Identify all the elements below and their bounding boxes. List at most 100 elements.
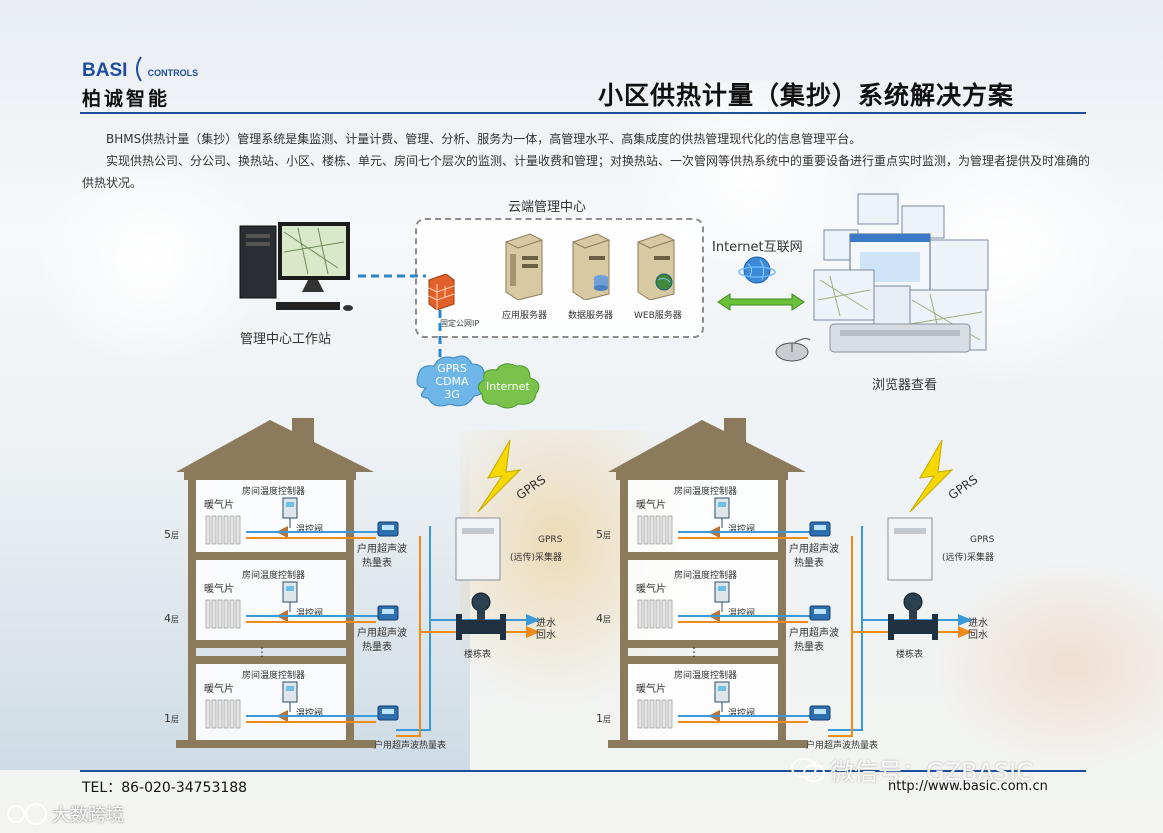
- footer-telephone: TEL：86-020-34753188: [82, 780, 248, 796]
- radiator-icon: [205, 699, 241, 729]
- internet-cloud-label: Internet: [486, 380, 530, 393]
- floor-number: 1: [596, 712, 603, 725]
- floor-unit: 层: [603, 715, 611, 724]
- radiator-fin: [637, 599, 643, 629]
- household-meter-bottom-label: 户用超声波热量表: [806, 739, 878, 751]
- browser-view-label: 浏览器查看: [872, 378, 938, 393]
- controller-display: [718, 586, 726, 591]
- building-meter-flange: [932, 614, 938, 640]
- radiator-fin: [211, 599, 217, 629]
- building-meter-body: [890, 620, 936, 634]
- controller-display: [718, 686, 726, 691]
- building-meter-body: [458, 620, 504, 634]
- floor-unit: 层: [603, 531, 611, 540]
- data-collector-icon: [455, 517, 501, 581]
- radiator-fin: [223, 599, 229, 629]
- temperature-controller-icon: [714, 681, 730, 703]
- radiator-fin: [661, 599, 667, 629]
- family-photo-background: [930, 560, 1163, 770]
- logo-controls: CONTROLS: [147, 68, 199, 78]
- room-temperature-controller-label: 房间温度控制器: [242, 485, 305, 497]
- return-label: 回水: [536, 629, 556, 641]
- gprs-cdma-3g-label: GPRS CDMA 3G: [432, 362, 472, 401]
- building-wall-left: [188, 480, 196, 744]
- gprs-signal-label: GPRS: [514, 472, 549, 502]
- riser-return-pipe: [396, 536, 421, 737]
- floor-number-label: 5层: [596, 528, 611, 541]
- room-temperature-controller-label: 房间温度控制器: [674, 669, 737, 681]
- building-chimney: [292, 418, 314, 454]
- floor-number-label: 5层: [164, 528, 179, 541]
- radiator-icon: [637, 515, 673, 545]
- radiator-label: 暖气片: [636, 498, 666, 511]
- 3g-text: 3G: [444, 388, 460, 401]
- floor-slab: [620, 640, 786, 648]
- radiator-fin: [661, 515, 667, 545]
- internet-label: Internet互联网: [712, 240, 803, 255]
- floor-slab: [188, 552, 354, 560]
- meter-display: [382, 609, 394, 614]
- building-wall-left: [620, 480, 628, 744]
- floor-ellipsis: ⋮: [688, 645, 700, 659]
- network-cloud-icon: [416, 355, 540, 409]
- inlet-label: 进水: [536, 617, 556, 629]
- temperature-controller-icon: [282, 681, 298, 703]
- building-wall-right: [778, 480, 786, 744]
- bidirectional-arrow-icon: [717, 293, 805, 311]
- company-logo: BASI CONTROLS: [82, 56, 198, 82]
- building-2: 房间温度控制器暖气片温控阀5层户用超声波热量表房间温度控制器暖气片温控阀4层户用…: [596, 418, 995, 751]
- data-server-icon: [572, 233, 610, 300]
- collector-label: (远传)采集器: [942, 551, 994, 563]
- building-1: 房间温度控制器暖气片温控阀5层户用超声波热量表房间温度控制器暖气片温控阀4层户用…: [164, 418, 563, 751]
- building-eave: [616, 472, 788, 480]
- floor-number-label: 4层: [164, 612, 179, 625]
- meter-display: [382, 525, 394, 530]
- collector-panel: [894, 528, 926, 534]
- controller-display: [286, 502, 294, 507]
- thermostatic-valve-label: 温控阀: [728, 523, 755, 535]
- web-server-icon: [637, 233, 675, 300]
- thermostatic-valve-label: 温控阀: [728, 707, 755, 719]
- riser-supply-pipe: [396, 526, 431, 731]
- radiator-label: 暖气片: [636, 582, 666, 595]
- controller-display: [286, 586, 294, 591]
- intro-paragraph-2: 实现供热公司、分公司、换热站、小区、楼栋、单元、房间七个层次的监测、计量收费和管…: [82, 154, 1091, 190]
- floor-unit: 层: [171, 615, 179, 624]
- thermostatic-valve-label: 温控阀: [296, 523, 323, 535]
- household-meter-label: 热量表: [362, 640, 392, 653]
- radiator-fin: [217, 515, 223, 545]
- controller-display: [718, 502, 726, 507]
- thermostatic-valve-label: 温控阀: [296, 607, 323, 619]
- radiator-fin: [235, 599, 241, 629]
- radiator-fin: [661, 699, 667, 729]
- footer-line: [80, 770, 1086, 772]
- internet-globe-icon: [738, 256, 776, 284]
- controller-display: [286, 686, 294, 691]
- wechat-watermark: 微信号：GZBASIC: [830, 758, 1033, 786]
- intro-paragraph-1: BHMS供热计量（集抄）管理系统是集监测、计量计费、管理、分析、服务为一体，高管…: [106, 132, 862, 146]
- cdma-text: CDMA: [435, 375, 469, 388]
- floor-number-label: 1层: [164, 712, 179, 725]
- radiator-icon: [637, 699, 673, 729]
- radiator-icon: [205, 515, 241, 545]
- watermark-logo-icon: [7, 803, 47, 825]
- household-meter-label: 热量表: [794, 556, 824, 569]
- workstation-label: 管理中心工作站: [240, 332, 332, 347]
- building-meter-flange: [456, 614, 462, 640]
- radiator-label: 暖气片: [204, 582, 234, 595]
- floor-number: 5: [596, 528, 603, 541]
- floor-unit: 层: [603, 615, 611, 624]
- application-server-label: 应用服务器: [502, 311, 548, 321]
- temperature-controller-icon: [714, 581, 730, 603]
- collector-label: GPRS: [538, 535, 563, 545]
- floor-ellipsis: ⋮: [256, 645, 268, 659]
- floor-number: 4: [596, 612, 603, 625]
- floor-slab: [188, 640, 354, 648]
- radiator-fin: [229, 699, 235, 729]
- radiator-fin: [217, 699, 223, 729]
- floor-number-label: 4层: [596, 612, 611, 625]
- application-server-icon: [505, 233, 543, 300]
- room-temperature-controller-label: 房间温度控制器: [242, 569, 305, 581]
- radiator-fin: [223, 515, 229, 545]
- radiator-fin: [655, 699, 661, 729]
